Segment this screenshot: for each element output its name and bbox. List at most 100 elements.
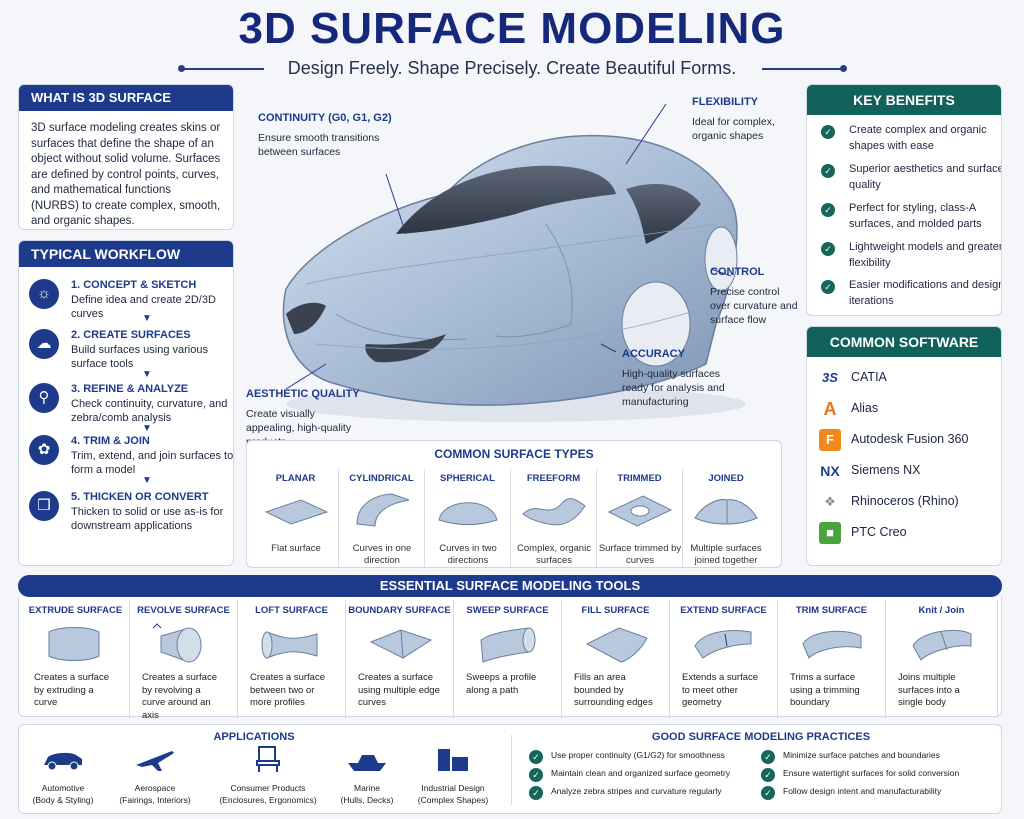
knit-join-icon	[911, 629, 971, 661]
workflow-panel: TYPICAL WORKFLOW ☼ 1. CONCEPT & SKETCH D…	[18, 240, 234, 566]
application-sub: (Hulls, Decks)	[340, 795, 394, 805]
surface-type-desc: Flat surface	[271, 543, 321, 554]
practice-item: ✓ Maintain clean and organized surface ge…	[529, 767, 759, 783]
surface-type-desc: Surface trimmed by curves	[598, 543, 682, 566]
joined-surface-icon	[694, 499, 758, 525]
workflow-step-desc: Check continuity, curvature, and zebra/c…	[71, 398, 228, 424]
tool-name: EXTEND SURFACE	[680, 605, 767, 616]
planar-surface-icon	[264, 499, 328, 525]
surface-icon: ☁	[29, 329, 59, 359]
spherical-surface-icon	[437, 502, 498, 525]
tool-name: LOFT SURFACE	[255, 605, 328, 616]
tool-desc: Creates a surface between two or more pr…	[250, 672, 325, 708]
subtitle-divider-right	[762, 68, 842, 70]
surface-type-desc: Multiple surfaces joined together	[690, 543, 762, 566]
tool-loft: LOFT SURFACE Creates a surface between t…	[238, 600, 346, 718]
creo-logo-icon: ■	[819, 522, 841, 544]
check-icon: ✓	[529, 768, 543, 782]
building-icon	[438, 749, 468, 771]
callout-desc: Ensure smooth transitions between surfac…	[258, 132, 380, 158]
practice-item: ✓Analyze zebra stripes and curvature reg…	[529, 785, 759, 801]
cube-icon: ❒	[29, 491, 59, 521]
tool-trim: TRIM SURFACE Trims a surface using a tri…	[778, 600, 886, 718]
practice-item: ✓Follow design intent and manufacturabil…	[761, 785, 991, 801]
tool-name: FILL SURFACE	[581, 605, 650, 616]
page-subtitle: Design Freely. Shape Precisely. Create B…	[287, 58, 737, 78]
surface-types-panel: COMMON SURFACE TYPES PLANAR Flat surface…	[246, 440, 782, 568]
surface-type-cylindrical: CYLINDRICAL Curves in one direction	[339, 469, 425, 567]
fill-surface-icon	[585, 627, 648, 663]
practice-text: Maintain clean and organized surface geo…	[551, 768, 731, 778]
check-icon: ✓	[761, 786, 775, 800]
callout-title: AESTHETIC QUALITY	[246, 388, 360, 400]
callout-control: CONTROL Precise control over curvature a…	[710, 266, 802, 327]
what-is-panel: WHAT IS 3D SURFACE MODELING? 3D surface …	[18, 84, 234, 230]
tool-name: Knit / Join	[918, 605, 965, 616]
tool-desc: Sweeps a profile along a path	[466, 672, 537, 696]
loft-surface-icon	[261, 631, 317, 659]
page-title: 3D SURFACE MODELING	[238, 4, 786, 53]
chair-icon	[256, 746, 280, 772]
surface-type-name: SPHERICAL	[440, 473, 495, 484]
software-name: Siemens NX	[851, 463, 921, 477]
tool-desc: Creates a surface by extruding a curve	[34, 672, 109, 708]
benefit-text: Create complex and organic shapes with e…	[849, 124, 987, 152]
application-name: Aerospace	[134, 783, 176, 793]
workflow-step-title: 2. CREATE SURFACES	[71, 329, 191, 341]
benefit-text: Superior aesthetics and surface quality	[849, 163, 1002, 191]
surface-type-name: JOINED	[708, 473, 744, 484]
callout-title: FLEXIBILITY	[692, 96, 758, 108]
callout-title: ACCURACY	[622, 348, 685, 360]
workflow-steps: ☼ 1. CONCEPT & SKETCH Define idea and cr…	[19, 267, 233, 557]
check-icon: ✓	[529, 750, 543, 764]
surface-type-desc: Curves in two directions	[439, 543, 497, 566]
software-heading: COMMON SOFTWARE	[807, 327, 1001, 357]
callout-desc: High-quality surfaces ready for analysis…	[622, 368, 725, 408]
catia-logo-icon: 3S	[822, 370, 838, 385]
freeform-surface-icon	[521, 498, 586, 526]
surface-type-desc: Complex, organic surfaces	[517, 543, 591, 566]
arrow-down-icon: ▼	[142, 313, 152, 324]
trimmed-surface-icon	[607, 495, 672, 527]
surface-type-freeform: FREEFORM Complex, organic surfaces	[511, 469, 597, 567]
extend-surface-icon	[693, 630, 751, 659]
tool-desc: Trims a surface using a trimming boundar…	[790, 672, 860, 708]
surface-type-spherical: SPHERICAL Curves in two directions	[425, 469, 511, 567]
callout-title: CONTINUITY (G0, G1, G2)	[258, 112, 392, 124]
callout-flexibility: FLEXIBILITY Ideal for complex, organic s…	[692, 96, 802, 143]
practices-heading: GOOD SURFACE MODELING PRACTICES	[651, 731, 871, 743]
callout-accuracy: ACCURACY High-quality surfaces ready for…	[622, 348, 742, 409]
check-icon: ✓	[821, 242, 835, 256]
tool-name: BOUNDARY SURFACE	[348, 605, 451, 616]
tools-heading: ESSENTIAL SURFACE MODELING TOOLS	[18, 575, 1002, 597]
boundary-surface-icon	[369, 629, 432, 659]
fusion-logo-icon: F	[819, 429, 841, 451]
cylindrical-surface-icon	[355, 493, 409, 527]
application-name: Automotive	[41, 783, 85, 793]
airplane-icon	[136, 751, 174, 771]
magnifier-icon: ⚲	[29, 383, 59, 413]
application-consumer-products: Consumer Products (Enclosures, Ergonomic…	[213, 745, 323, 806]
subtitle-divider-left	[184, 68, 264, 70]
tool-desc: Extends a surface to meet other geometry	[682, 672, 759, 708]
tool-desc: Joins multiple surfaces into a single bo…	[898, 672, 960, 708]
applications-heading: APPLICATIONS	[213, 731, 295, 743]
car-icon	[44, 752, 82, 771]
workflow-step-title: 4. TRIM & JOIN	[71, 435, 150, 447]
extrude-surface-icon	[48, 627, 99, 661]
tool-sweep: SWEEP SURFACE Sweeps a profile along a p…	[454, 600, 562, 718]
practice-text: Ensure watertight surfaces for solid con…	[783, 768, 960, 778]
surface-type-trimmed: TRIMMED Surface trimmed by curves	[597, 469, 683, 567]
callout-continuity: CONTINUITY (G0, G1, G2) Ensure smooth tr…	[258, 112, 398, 159]
car-illustration-area: CONTINUITY (G0, G1, G2) Ensure smooth tr…	[246, 84, 802, 448]
surface-type-desc: Curves in one direction	[352, 543, 412, 566]
alias-logo-icon: A	[823, 399, 837, 419]
tool-fill: FILL SURFACE Fills an area bounded by su…	[562, 600, 670, 718]
nx-logo-icon: NX	[820, 463, 840, 479]
check-icon: ✓	[821, 280, 835, 294]
tool-desc: Creates a surface by revolving a curve a…	[142, 672, 217, 721]
key-benefits-heading: KEY BENEFITS	[807, 85, 1001, 115]
